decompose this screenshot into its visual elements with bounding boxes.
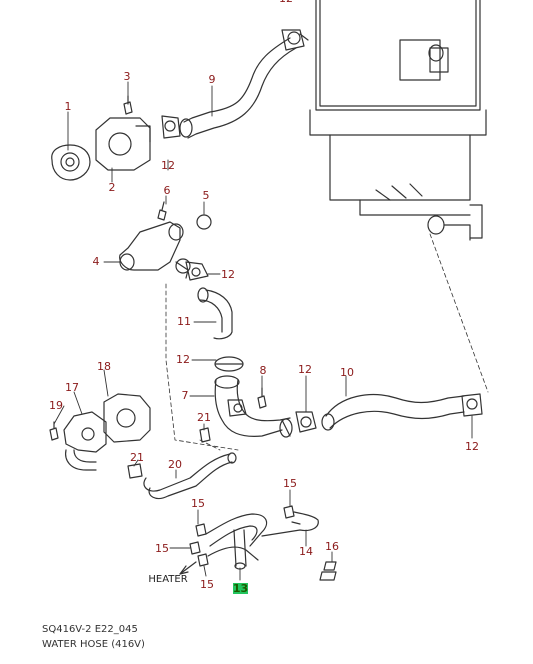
radiator [309, 0, 487, 241]
callout-4: 4 [93, 255, 100, 268]
callout-14: 14 [299, 545, 313, 558]
callout-2: 2 [109, 181, 116, 194]
hose-11 [197, 287, 233, 340]
pipe-7 [214, 356, 293, 438]
callout-15-d: 15 [200, 578, 214, 591]
heater-arrow-icon [179, 561, 197, 575]
callout-19: 19 [49, 399, 63, 412]
dashed-leaders [165, 233, 489, 451]
callout-5: 5 [203, 189, 210, 202]
callout-7: 7 [182, 389, 189, 402]
callout-8: 8 [260, 364, 267, 377]
callout-10: 10 [340, 366, 354, 379]
callout-15-b: 15 [155, 542, 169, 555]
callout-12-top: 12 [161, 159, 175, 172]
callout-17: 17 [65, 381, 79, 394]
hose-13-14-15 [189, 505, 319, 570]
callout-16: 16 [325, 540, 339, 553]
highlight-13-bg [233, 583, 248, 594]
callout-21-a: 21 [197, 411, 211, 424]
thermostat-parts [51, 95, 151, 181]
callout-9: 9 [209, 73, 216, 86]
callout-15-a: 15 [191, 497, 205, 510]
callout-12-clipped: 12 [279, 0, 293, 5]
bypass-parts [49, 393, 151, 471]
callout-12-far-right: 12 [465, 440, 479, 453]
leader-lines [53, 81, 473, 581]
hose-10 [295, 393, 483, 433]
callout-12-right: 12 [298, 363, 312, 376]
clip-16 [319, 561, 337, 581]
callout-labels: 1 2 3 4 5 6 7 8 9 10 11 12 12 12 12 12 1… [49, 0, 479, 595]
callout-12-mid: 12 [176, 353, 190, 366]
callout-20: 20 [168, 458, 182, 471]
callout-1: 1 [65, 100, 72, 113]
callout-21-b: 21 [130, 451, 144, 464]
callout-12-outlet: 12 [221, 268, 235, 281]
callout-11: 11 [177, 315, 191, 328]
callout-6: 6 [164, 184, 171, 197]
callout-13-highlighted[interactable]: 13 [233, 582, 248, 595]
water-outlet [119, 201, 212, 281]
upper-hose-9 [161, 29, 309, 139]
callout-3: 3 [124, 70, 131, 83]
heater-label: HEATER [148, 574, 187, 585]
callout-15-c: 15 [283, 477, 297, 490]
hose-20 [127, 427, 237, 500]
diagram-code: SQ416V-2 E22_045 [42, 624, 138, 635]
callout-18: 18 [97, 360, 111, 373]
diagram-title: WATER HOSE (416V) [42, 639, 145, 650]
